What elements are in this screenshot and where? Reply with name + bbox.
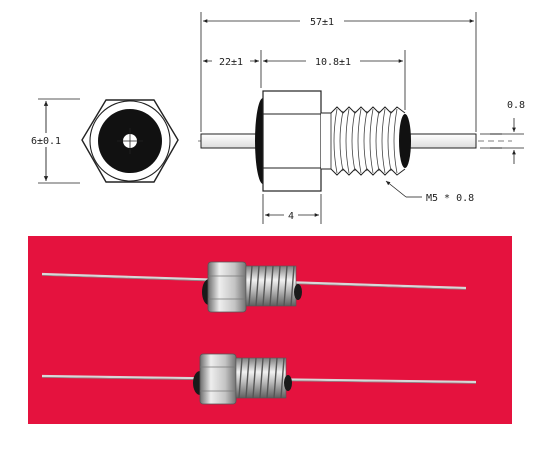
right-insulator <box>399 114 411 168</box>
overall-length-label: 57±1 <box>310 17 334 28</box>
side-view <box>198 90 512 192</box>
pin-2-insulator-right <box>284 375 292 391</box>
thread-top-profile <box>321 106 406 114</box>
right-lead <box>403 133 477 149</box>
hex-body <box>262 90 322 192</box>
photo-pin-2 <box>41 353 477 405</box>
thread-section <box>321 106 406 176</box>
pin-1-hex <box>207 261 247 313</box>
diameter-label: 6±0.1 <box>31 136 61 147</box>
left-lead <box>200 133 262 149</box>
photo-illustration <box>41 261 477 405</box>
dimensions <box>200 12 524 224</box>
lead-diameter-label: 0.8 <box>507 100 525 111</box>
thread-spec-label: M5 * 0.8 <box>426 193 474 204</box>
left-lead-length-label: 22±1 <box>219 57 243 68</box>
pin-1-insulator-right <box>294 284 302 300</box>
end-view: 6±0.1 <box>22 98 179 184</box>
product-photo <box>28 236 512 424</box>
hex-width-label: 4 <box>288 211 294 222</box>
diameter-label-bg <box>22 133 70 147</box>
thread-leader-diag <box>385 180 407 198</box>
hex-inscribed-circle <box>89 100 171 182</box>
pin-2-hex <box>199 353 237 405</box>
body-length-label: 10.8±1 <box>315 57 351 68</box>
photo-pin-1 <box>41 261 467 313</box>
thread-bottom-profile <box>321 168 406 176</box>
technical-drawing: 6±0.1 <box>22 12 525 224</box>
